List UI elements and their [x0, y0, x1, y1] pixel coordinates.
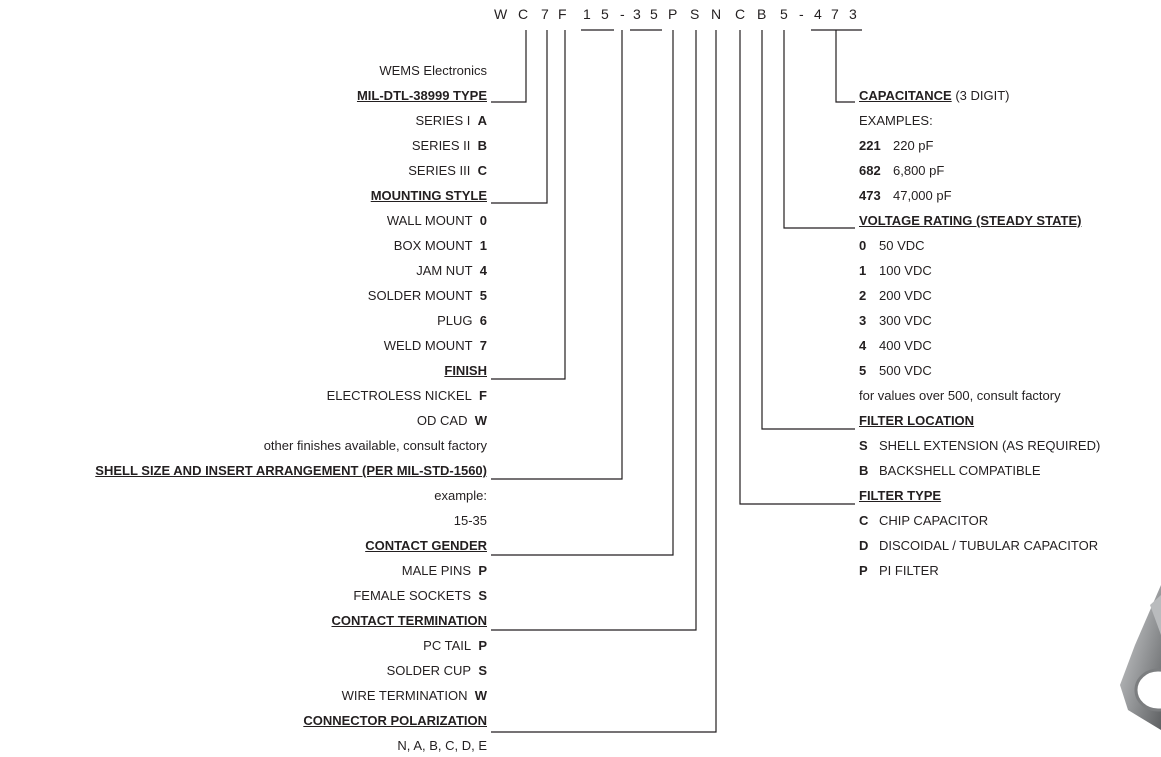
type-option: SERIES II B	[411, 138, 487, 153]
capacitance-examples-label: EXAMPLES:	[859, 113, 933, 128]
termination-option: WIRE TERMINATION W	[341, 688, 487, 703]
polarization-values: N, A, B, C, D, E	[397, 738, 487, 753]
polarization-heading: CONNECTOR POLARIZATION	[303, 713, 487, 728]
finish-note: other finishes available, consult factor…	[263, 438, 487, 453]
filter-type-heading: FILTER TYPE	[859, 488, 942, 503]
pn-char: -	[799, 6, 804, 22]
shell-heading: SHELL SIZE AND INSERT ARRANGEMENT (PER M…	[95, 463, 487, 478]
termination-option: SOLDER CUP S	[386, 663, 487, 678]
gender-option: FEMALE SOCKETS S	[353, 588, 487, 603]
part-number: W C 7 F 1 5 - 3 5 P S N C B 5 - 4 7 3	[0, 6, 1161, 26]
manufacturer-label: WEMS Electronics	[379, 63, 487, 78]
termination-heading: CONTACT TERMINATION	[331, 613, 488, 628]
pn-char: C	[518, 6, 529, 22]
pn-char: 5	[601, 6, 609, 22]
pn-char: S	[690, 6, 700, 22]
connector-photo	[1120, 585, 1161, 730]
finish-option: ELECTROLESS NICKEL F	[326, 388, 487, 403]
pn-char: F	[558, 6, 567, 22]
location-heading: FILTER LOCATION	[859, 413, 975, 428]
mounting-option: BOX MOUNT 1	[393, 238, 487, 253]
pn-char: 3	[849, 6, 857, 22]
pn-char: 5	[650, 6, 658, 22]
mounting-option: WELD MOUNT 7	[383, 338, 487, 353]
mounting-option: SOLDER MOUNT 5	[367, 288, 487, 303]
pn-char: 1	[583, 6, 591, 22]
mounting-option: JAM NUT 4	[416, 263, 487, 278]
type-heading: MIL-DTL-38999 TYPE	[356, 88, 487, 103]
type-option: SERIES III C	[408, 163, 487, 178]
pn-char: 4	[814, 6, 822, 22]
pn-char: 7	[541, 6, 549, 22]
pn-char: N	[711, 6, 722, 22]
termination-option: PC TAIL P	[423, 638, 487, 653]
pn-char: B	[757, 6, 767, 22]
pn-char: C	[735, 6, 746, 22]
voltage-note: for values over 500, consult factory	[859, 388, 1061, 403]
gender-option: MALE PINS P	[401, 563, 487, 578]
pn-char: 5	[780, 6, 788, 22]
shell-example-label: example:	[434, 488, 487, 503]
capacitance-heading-row: CAPACITANCE (3 DIGIT)	[859, 88, 1010, 103]
pn-char: W	[494, 6, 508, 22]
shell-example: 15-35	[453, 513, 487, 528]
mounting-option: PLUG 6	[437, 313, 487, 328]
finish-option: OD CAD W	[416, 413, 487, 428]
pn-char: 3	[633, 6, 641, 22]
pn-char: P	[668, 6, 678, 22]
gender-heading: CONTACT GENDER	[365, 538, 487, 553]
mounting-option: WALL MOUNT 0	[386, 213, 487, 228]
finish-heading: FINISH	[444, 363, 487, 378]
voltage-heading: VOLTAGE RATING (STEADY STATE)	[859, 213, 1082, 228]
pn-char: -	[620, 6, 625, 22]
pn-char: 7	[831, 6, 839, 22]
mounting-heading: MOUNTING STYLE	[370, 188, 487, 203]
type-option: SERIES I A	[415, 113, 487, 128]
